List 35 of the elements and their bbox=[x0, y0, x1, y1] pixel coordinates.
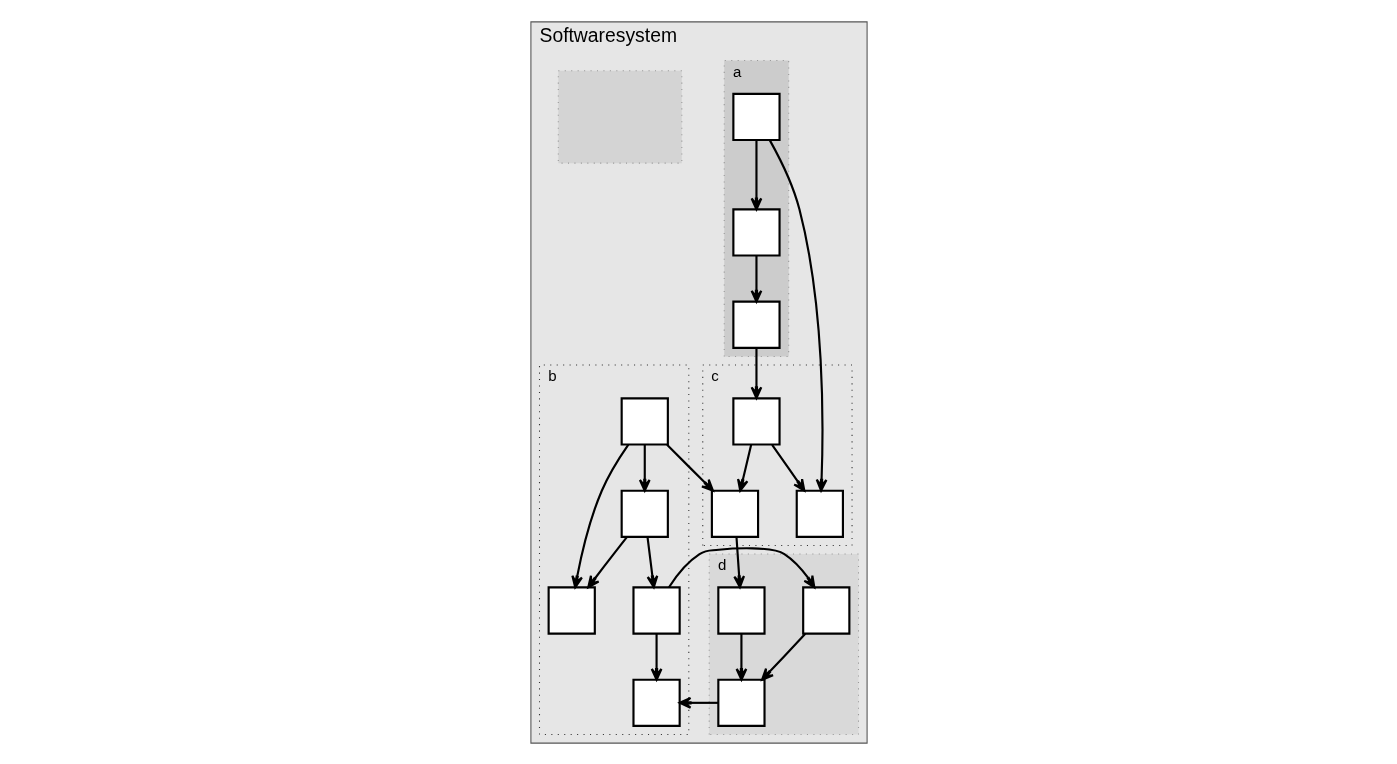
node-box bbox=[557, 69, 682, 164]
arrow bbox=[750, 255, 762, 303]
arrow bbox=[665, 443, 714, 492]
node-box bbox=[731, 300, 781, 349]
node-box bbox=[731, 396, 781, 446]
cluster: b bbox=[538, 364, 689, 735]
node-box bbox=[716, 585, 766, 635]
arrow bbox=[750, 139, 762, 210]
arrow bbox=[750, 347, 762, 399]
arrow bbox=[735, 633, 747, 681]
arrow bbox=[667, 546, 815, 588]
arrow bbox=[736, 444, 752, 492]
node-box bbox=[795, 489, 844, 538]
arrow bbox=[638, 444, 651, 492]
node-box bbox=[620, 489, 669, 538]
node-box bbox=[547, 585, 596, 635]
node-box bbox=[710, 489, 759, 538]
arrow bbox=[650, 633, 662, 681]
arrow bbox=[678, 696, 718, 709]
cluster: a bbox=[723, 59, 789, 357]
node-box bbox=[620, 396, 669, 446]
arrow bbox=[732, 536, 745, 588]
arrow bbox=[768, 139, 827, 492]
arrow bbox=[586, 536, 628, 588]
cluster: d bbox=[708, 553, 859, 735]
node-box bbox=[716, 678, 766, 727]
arrow bbox=[646, 536, 658, 588]
node-box bbox=[631, 678, 681, 727]
node-box bbox=[801, 585, 850, 635]
arrow bbox=[570, 443, 629, 588]
node-box bbox=[631, 585, 681, 635]
node-box bbox=[731, 92, 781, 141]
node-box bbox=[731, 207, 781, 257]
arrow bbox=[760, 632, 806, 681]
arrow bbox=[770, 443, 805, 492]
